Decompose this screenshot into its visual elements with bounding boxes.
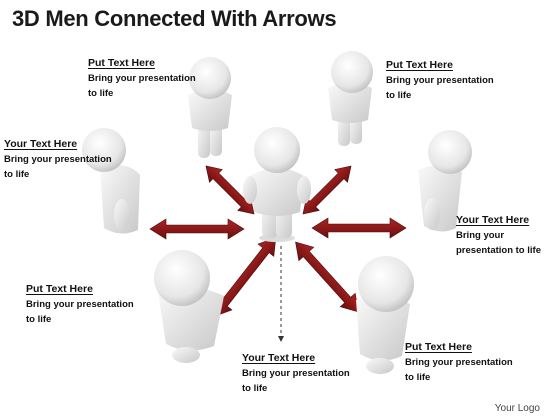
arrow-lower-right	[295, 241, 359, 313]
figure-top-left	[188, 57, 232, 158]
arrow-left	[149, 218, 245, 240]
label-mid-right: Your Text Here Bring your presentation t…	[456, 213, 554, 258]
label-heading: Put Text Here	[88, 57, 155, 69]
logo-text: Your Logo	[494, 403, 540, 414]
label-low-right: Put Text Here Bring your presentation to…	[405, 340, 517, 385]
center-figure	[243, 127, 311, 242]
label-top-left: Put Text Here Bring your presentation to…	[88, 56, 200, 101]
label-body: Bring your presentation to life	[26, 299, 134, 325]
arrow-upper-right	[302, 165, 352, 215]
arrow-right	[311, 217, 407, 239]
label-body: Bring your presentation to life	[242, 368, 350, 394]
label-top-right: Put Text Here Bring your presentation to…	[386, 58, 498, 103]
label-low-left: Put Text Here Bring your presentation to…	[26, 282, 138, 327]
page-title: 3D Men Connected With Arrows	[12, 6, 337, 31]
figure-mid-left	[82, 128, 140, 234]
label-heading: Put Text Here	[386, 59, 453, 71]
label-body: Bring your presentation to life	[4, 154, 112, 180]
label-bottom-center: Your Text Here Bring your presentation t…	[242, 351, 354, 396]
figure-lower-right	[356, 256, 414, 374]
figure-top-right	[328, 51, 373, 146]
label-heading: Put Text Here	[405, 341, 472, 353]
figure-mid-right	[418, 130, 472, 232]
label-body: Bring your presentation to life	[386, 75, 494, 101]
label-heading: Your Text Here	[242, 352, 316, 364]
label-heading: Your Text Here	[456, 214, 530, 226]
label-heading: Your Text Here	[4, 138, 78, 150]
figure-lower-left	[154, 250, 224, 363]
label-body: Bring your presentation to life	[405, 357, 513, 383]
arrow-upper-left	[205, 165, 255, 215]
label-heading: Put Text Here	[26, 283, 93, 295]
label-mid-left: Your Text Here Bring your presentation t…	[4, 137, 116, 182]
label-body: Bring your presentation to life	[88, 73, 196, 99]
label-body: Bring your presentation to life	[456, 230, 541, 256]
dashed-connector-arrowhead	[278, 336, 284, 342]
